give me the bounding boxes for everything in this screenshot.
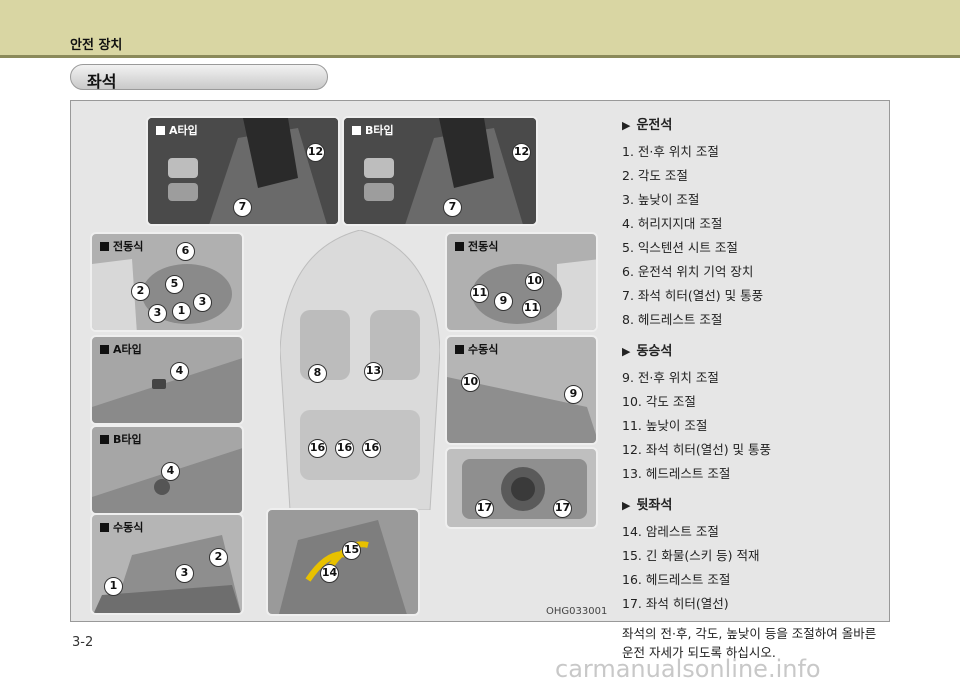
callout-4: 4 <box>161 462 180 481</box>
legend-rear: ▶뒷좌석 14. 암레스트 조절 15. 긴 화물(스키 등) 적재 16. 헤… <box>622 494 882 612</box>
page-number: 3-2 <box>72 635 94 650</box>
legend-item: 17. 좌석 히터(열선) <box>622 596 729 611</box>
callout-3: 3 <box>175 564 194 583</box>
panel-label: B타입 <box>352 122 394 138</box>
console-image <box>344 118 536 224</box>
panel-label: 전동식 <box>455 238 498 254</box>
legend-item: 14. 암레스트 조절 <box>622 524 719 539</box>
callout-12: 12 <box>512 143 531 162</box>
car-top-view <box>279 229 441 511</box>
legend-item: 13. 헤드레스트 조절 <box>622 466 731 481</box>
panel-label: A타입 <box>100 341 142 357</box>
panel-rear-console <box>445 447 598 529</box>
legend-heading: ▶운전석 <box>622 118 673 133</box>
legend-item: 2. 각도 조절 <box>622 168 688 183</box>
panel-label: B타입 <box>100 431 142 447</box>
panel-left-a-type: A타입 <box>90 335 244 425</box>
callout-14: 14 <box>320 564 339 583</box>
legend-item: 15. 긴 화물(스키 등) 적재 <box>622 548 760 563</box>
legend-item: 4. 허리지지대 조절 <box>622 216 723 231</box>
callout-3: 3 <box>193 293 212 312</box>
panel-rear-seat <box>266 508 420 616</box>
legend-item: 11. 높낮이 조절 <box>622 418 708 433</box>
callout-15: 15 <box>342 541 361 560</box>
header-bar <box>0 0 960 55</box>
legend-item: 16. 헤드레스트 조절 <box>622 572 731 587</box>
callout-8: 8 <box>308 364 327 383</box>
chapter-title: 안전 장치 <box>70 38 123 53</box>
panel-label: 수동식 <box>100 519 143 535</box>
legend-heading: ▶동승석 <box>622 344 673 359</box>
panel-label: A타입 <box>156 122 198 138</box>
callout-16: 16 <box>335 439 354 458</box>
legend-heading: ▶뒷좌석 <box>622 498 673 513</box>
callout-3: 3 <box>148 304 167 323</box>
seat-image <box>447 377 596 443</box>
callout-10: 10 <box>461 373 480 392</box>
legend-item: 7. 좌석 히터(열선) 및 통풍 <box>622 288 764 303</box>
panel-label: 전동식 <box>100 238 143 254</box>
section-title-pill: 좌석 <box>70 64 328 91</box>
figure-code: OHG033001 <box>546 606 608 617</box>
panel-right-power: 전동식 <box>445 232 598 332</box>
legend-item: 12. 좌석 히터(열선) 및 통풍 <box>622 442 772 457</box>
header-divider <box>0 55 960 58</box>
callout-7: 7 <box>233 198 252 217</box>
callout-17: 17 <box>553 499 572 518</box>
callout-13: 13 <box>364 362 383 381</box>
callout-11: 11 <box>522 299 541 318</box>
callout-9: 9 <box>494 292 513 311</box>
callout-6: 6 <box>176 242 195 261</box>
legend-item: 10. 각도 조절 <box>622 394 696 409</box>
callout-9: 9 <box>564 385 583 404</box>
callout-11: 11 <box>470 284 489 303</box>
section-title: 좌석 <box>87 72 117 91</box>
legend-item: 8. 헤드레스트 조절 <box>622 312 723 327</box>
panel-left-b-type: B타입 <box>90 425 244 515</box>
callout-1: 1 <box>104 577 123 596</box>
callout-2: 2 <box>131 282 150 301</box>
callout-1: 1 <box>172 302 191 321</box>
legend-item: 9. 전·후 위치 조절 <box>622 370 719 385</box>
legend-item: 3. 높낮이 조절 <box>622 192 700 207</box>
callout-16: 16 <box>362 439 381 458</box>
watermark: carmanualsonline.info <box>555 655 821 683</box>
rear-seat-image <box>279 520 407 614</box>
legend-note: 좌석의 전·후, 각도, 높낮이 등을 조절하여 올바른 운전 자세가 되도록 … <box>622 626 877 660</box>
car-outline-image <box>279 229 441 511</box>
legend-item: 6. 운전석 위치 기억 장치 <box>622 264 754 279</box>
panel-top-b-type: B타입 <box>342 116 538 226</box>
callout-16: 16 <box>308 439 327 458</box>
callout-17: 17 <box>475 499 494 518</box>
legend-driver: ▶운전석 1. 전·후 위치 조절 2. 각도 조절 3. 높낮이 조절 4. … <box>622 114 882 328</box>
seat-side-image <box>92 358 242 423</box>
panel-label: 수동식 <box>455 341 498 357</box>
callout-2: 2 <box>209 548 228 567</box>
legend-item: 1. 전·후 위치 조절 <box>622 144 719 159</box>
callout-12: 12 <box>306 143 325 162</box>
legend-item: 5. 익스텐션 시트 조절 <box>622 240 738 255</box>
legend-passenger: ▶동승석 9. 전·후 위치 조절 10. 각도 조절 11. 높낮이 조절 1… <box>622 340 882 482</box>
callout-10: 10 <box>525 272 544 291</box>
rear-console-image <box>462 459 587 519</box>
callout-4: 4 <box>170 362 189 381</box>
callout-5: 5 <box>165 275 184 294</box>
legend: ▶운전석 1. 전·후 위치 조절 2. 각도 조절 3. 높낮이 조절 4. … <box>622 114 882 662</box>
callout-7: 7 <box>443 198 462 217</box>
